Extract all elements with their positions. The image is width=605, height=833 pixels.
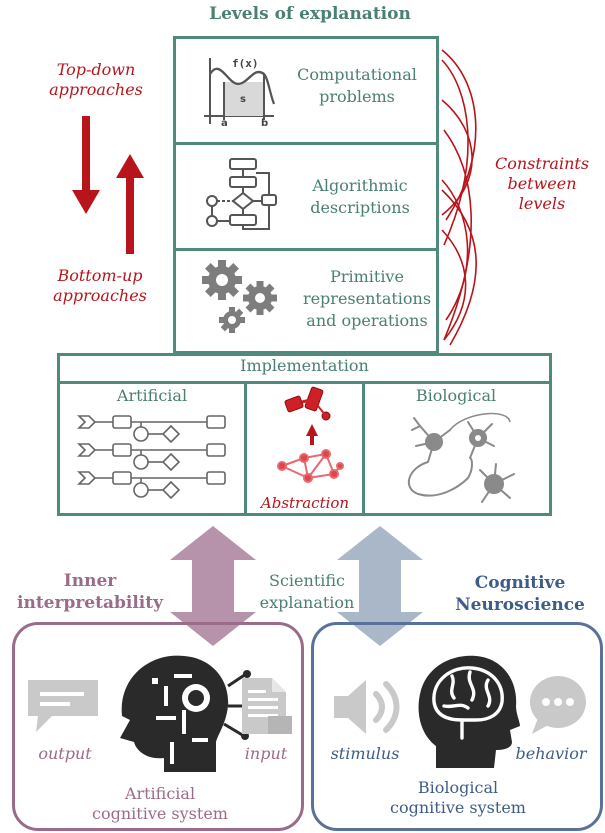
speaker-icon [334,680,400,734]
b-label: b [261,118,268,126]
constraints-label: Constraints between levels [494,154,590,213]
artificial-label: Artificial [116,386,188,405]
cognitive-neuroscience-arrow [337,526,423,646]
bottom-up-arrow-head [116,154,144,178]
abstraction-icon [277,386,344,483]
level-label-algorithmic: Algorithmic descriptions [310,176,410,217]
level-label-primitive: Primitive representations and operations [302,267,432,330]
a-label: a [221,118,228,126]
scientific-explanation-label: Scientific explanation [259,571,355,612]
artificial-system-panel [12,622,304,831]
flowchart-icon [206,158,277,230]
top-down-arrow-shaft [82,116,90,192]
bottom-up-arrow-shaft [126,176,134,254]
stimulus-label: stimulus [330,744,400,763]
top-down-label: Top-down approaches [49,60,143,99]
impl-divider [60,381,549,384]
implementation-title: Implementation [240,356,369,375]
levels-stack [173,36,439,354]
s-label: s [240,94,246,105]
bottom-up-label: Bottom-up approaches [53,266,147,305]
abstraction-label: Abstraction [260,494,350,512]
artificial-system-label: Artificial cognitive system [92,784,228,823]
level-divider [176,248,436,251]
approach-arrows [72,116,144,254]
neurons-icon [407,412,515,503]
level-label-computational: Computational problems [297,65,417,106]
abstraction-arrow [306,424,318,436]
impl-divider [244,384,247,513]
cognitive-neuroscience-label: Cognitive Neuroscience [455,573,585,615]
top-down-arrow-head [72,190,100,214]
input-label: input [244,744,288,763]
document-icon [242,678,292,734]
chat-bubble-icon [530,676,586,734]
output-label: output [38,744,92,763]
biological-label: Biological [415,386,497,405]
speech-bubble-icon [28,680,98,732]
fx-label: f(x) [232,57,259,70]
function-graph-icon: f(x) s a b [204,57,276,126]
behavior-label: behavior [515,744,587,763]
circuit-diagram-icon [77,415,226,500]
biological-system-panel [311,622,603,831]
level-divider [176,142,436,145]
inner-interpretability-arrow [170,526,256,646]
page-title: Levels of explanation [209,4,411,24]
inner-interpretability-label: Inner interpretability [17,571,163,613]
biological-system-label: Biological cognitive system [390,778,526,817]
constraint-curves [441,49,477,346]
gears-icon [202,260,277,333]
impl-divider [362,384,365,513]
implementation-box [57,353,552,516]
human-head-brain-icon [418,655,520,768]
